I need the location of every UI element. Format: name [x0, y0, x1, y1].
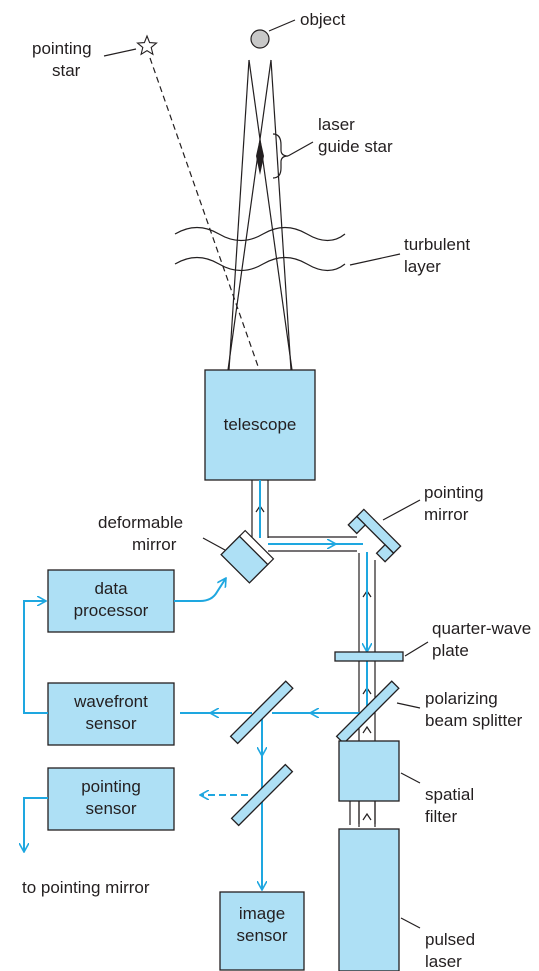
laser-guide-star-label-2: guide star [318, 137, 393, 156]
pointing-star-icon [136, 34, 158, 56]
telescope-box [204, 369, 316, 481]
pointing-splitter [230, 763, 294, 827]
image-sensor-label-1: image [239, 904, 285, 923]
pointing-star-label-1: pointing [32, 39, 92, 58]
pointing-sensor-box [47, 767, 175, 831]
polarizing-beam-splitter-label-1: polarizing [425, 689, 498, 708]
pointing-mirror-label-1: pointing [424, 483, 484, 502]
pulsed-laser-label-1: pulsed [425, 930, 475, 949]
data-processor-label-2: processor [74, 601, 149, 620]
pointing-star-label-2: star [52, 61, 81, 80]
laser-guide-star-label-1: laser [318, 115, 355, 134]
turbulent-wave-bottom [174, 256, 346, 272]
quarter-wave-plate-label-1: quarter-wave [432, 619, 531, 638]
pulsed-laser-box [338, 828, 400, 971]
wavefront-sensor-label-1: wavefront [73, 692, 148, 711]
to-pointing-mirror-label: to pointing mirror [22, 878, 150, 897]
telescope-label: telescope [224, 415, 297, 434]
turbulent-wave-top [174, 226, 346, 242]
laser-guide-star-mark [256, 138, 264, 175]
deformable-mirror [220, 529, 275, 584]
spatial-filter-label-2: filter [425, 807, 457, 826]
image-sensor-label-2: sensor [236, 926, 287, 945]
object-circle [250, 29, 270, 49]
data-processor-label-1: data [94, 579, 128, 598]
wavefront-splitter [229, 680, 294, 745]
object-label: object [300, 10, 346, 29]
pointing-mirror [347, 508, 402, 563]
pulsed-laser-label-2: laser [425, 952, 462, 971]
quarter-wave-plate-label-2: plate [432, 641, 469, 660]
turbulent-layer-label-1: turbulent [404, 235, 470, 254]
quarter-wave-plate [334, 651, 404, 662]
deformable-mirror-label-2: mirror [132, 535, 177, 554]
data-processor-box [47, 569, 175, 633]
deformable-mirror-label-1: deformable [98, 513, 183, 532]
wavefront-sensor-label-2: sensor [85, 714, 136, 733]
polarizing-beam-splitter [335, 680, 400, 745]
image-sensor-box [219, 891, 305, 971]
pointing-mirror-label-2: mirror [424, 505, 469, 524]
pointing-sensor-label-2: sensor [85, 799, 136, 818]
spatial-filter-label-1: spatial [425, 785, 474, 804]
spatial-filter-box [338, 740, 400, 802]
polarizing-beam-splitter-label-2: beam splitter [425, 711, 523, 730]
pointing-star-ray [149, 57, 261, 373]
pointing-sensor-label-1: pointing [81, 777, 141, 796]
turbulent-layer-label-2: layer [404, 257, 441, 276]
